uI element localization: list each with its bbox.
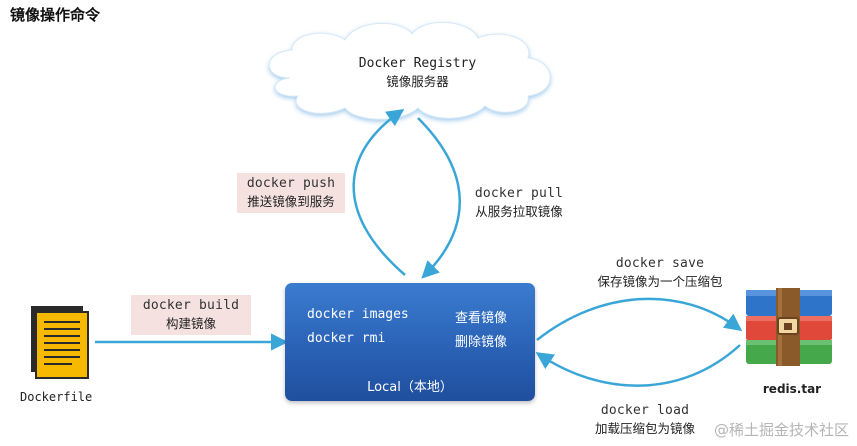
page-title: 镜像操作命令	[10, 6, 101, 24]
rmi-description: 删除镜像	[455, 335, 508, 350]
registry-subtitle: 镜像服务器	[386, 74, 449, 89]
push-label: docker push 推送镜像到服务	[237, 173, 345, 213]
save-label: docker save 保存镜像为一个压缩包	[580, 255, 740, 291]
load-label: docker load 加载压缩包为镜像	[580, 402, 710, 438]
local-box: docker images 查看镜像 docker rmi 删除镜像 Local…	[285, 283, 535, 401]
build-command: docker build	[142, 298, 240, 313]
push-arrow	[352, 109, 406, 276]
save-arrow	[536, 297, 743, 341]
load-command: docker load	[600, 403, 690, 418]
push-command: docker push	[246, 176, 336, 191]
local-title: Local（本地）	[367, 380, 453, 395]
pull-description: 从服务拉取镜像	[475, 204, 563, 219]
load-arrow	[535, 344, 741, 387]
registry-label: Docker Registry 镜像服务器	[310, 55, 525, 91]
archive-label: redis.tar	[762, 382, 822, 396]
load-description: 加载压缩包为镜像	[594, 421, 695, 436]
dockerfile-icon	[31, 306, 89, 379]
archive-icon	[746, 288, 832, 366]
pull-arrow	[417, 117, 461, 279]
build-label: docker build 构建镜像	[131, 295, 251, 335]
watermark: @稀土掘金技术社区	[713, 421, 849, 439]
images-description: 查看镜像	[455, 311, 508, 326]
build-description: 构建镜像	[165, 316, 216, 331]
registry-cloud	[268, 21, 551, 120]
save-command: docker save	[615, 256, 705, 271]
rmi-command: docker rmi	[307, 331, 386, 346]
images-command: docker images	[307, 307, 409, 322]
registry-title: Docker Registry	[358, 56, 477, 71]
pull-label: docker pull 从服务拉取镜像	[465, 185, 573, 221]
push-description: 推送镜像到服务	[247, 194, 335, 209]
pull-command: docker pull	[474, 186, 564, 201]
dockerfile-label: Dockerfile	[20, 390, 93, 404]
save-description: 保存镜像为一个压缩包	[597, 274, 723, 289]
